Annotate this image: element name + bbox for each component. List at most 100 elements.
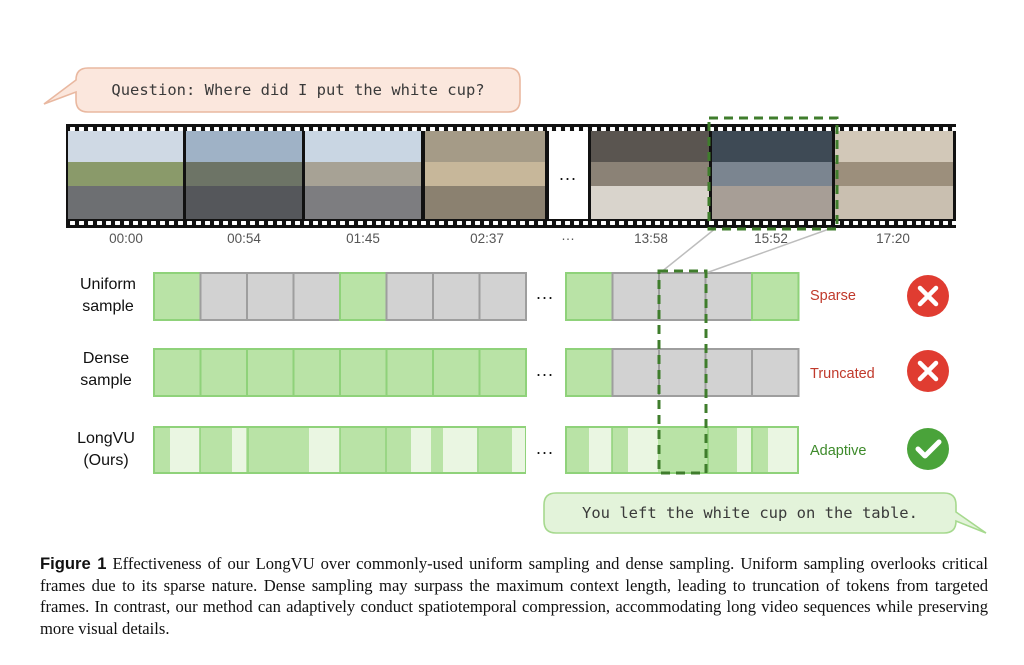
sprocket-hole — [394, 221, 399, 225]
sprocket-hole — [313, 127, 318, 131]
token-dropped — [385, 272, 434, 321]
frame-ground — [305, 186, 421, 219]
sprocket-hole — [475, 221, 480, 225]
frame-ground — [68, 186, 183, 219]
sprocket-hole — [682, 127, 687, 131]
token-kept — [339, 272, 388, 321]
sprocket-hole — [547, 221, 552, 225]
token-dropped — [292, 272, 341, 321]
compressed-token — [589, 428, 612, 472]
compressed-token — [768, 428, 797, 472]
sprocket-hole — [106, 127, 111, 131]
token-kept — [432, 348, 481, 397]
sprocket-hole — [700, 221, 705, 225]
sprocket-hole — [358, 127, 363, 131]
token-dropped — [246, 272, 295, 321]
frame-middle — [186, 162, 302, 186]
frame-road-1 — [68, 131, 183, 219]
sprocket-hole — [232, 221, 237, 225]
sprocket-hole — [610, 221, 615, 225]
sprocket-hole — [196, 221, 201, 225]
row-label-line: sample — [80, 372, 132, 389]
token-kept — [478, 348, 527, 397]
sprocket-hole — [583, 127, 588, 131]
sprocket-hole — [880, 221, 885, 225]
compressed-token — [411, 428, 431, 472]
row-label-line: LongVU — [77, 430, 135, 447]
sprocket-hole — [367, 127, 372, 131]
frame-sidewalk — [425, 131, 545, 219]
token-kept — [751, 272, 800, 321]
sprocket-hole — [880, 127, 885, 131]
compressed-token — [512, 428, 525, 472]
sprocket-hole — [727, 221, 732, 225]
sprocket-hole — [511, 221, 516, 225]
sprocket-hole — [97, 127, 102, 131]
sprocket-hole — [295, 127, 300, 131]
sprocket-hole — [115, 221, 120, 225]
frame-middle — [591, 162, 709, 186]
frame-sky — [835, 131, 953, 162]
sprocket-hole — [430, 221, 435, 225]
sprocket-hole — [745, 127, 750, 131]
timestamp: 01:45 — [346, 231, 380, 246]
sprocket-hole — [916, 127, 921, 131]
sprocket-hole — [151, 221, 156, 225]
frame-hallway — [835, 131, 953, 219]
sprocket-hole — [781, 127, 786, 131]
token-truncated — [704, 348, 753, 397]
sprocket-hole — [502, 221, 507, 225]
sprocket-hole — [520, 127, 525, 131]
frame-ground — [591, 186, 709, 219]
sprocket-hole — [871, 221, 876, 225]
token-dropped — [478, 272, 527, 321]
status-adaptive: Adaptive — [810, 443, 867, 459]
sprocket-hole — [322, 221, 327, 225]
sprocket-hole — [241, 221, 246, 225]
sprocket-hole — [556, 127, 561, 131]
error-x-icon-mark — [917, 360, 939, 382]
compressed-token — [232, 428, 246, 472]
sprocket-hole — [187, 221, 192, 225]
sprocket-hole — [763, 127, 768, 131]
sprocket-hole — [772, 127, 777, 131]
sprocket-hole — [628, 221, 633, 225]
frame-road-3 — [305, 131, 421, 219]
token-truncated — [658, 348, 707, 397]
sprocket-hole — [844, 127, 849, 131]
frame-sky — [591, 131, 709, 162]
compressed-token — [737, 428, 751, 472]
caption-label: Figure 1 — [40, 554, 107, 573]
sprocket-hole — [250, 127, 255, 131]
sprocket-hole — [124, 127, 129, 131]
sprocket-hole — [727, 127, 732, 131]
token-kept — [246, 348, 295, 397]
sprocket-hole — [403, 127, 408, 131]
sprocket-hole — [556, 221, 561, 225]
sprocket-hole — [169, 221, 174, 225]
token-kept — [339, 348, 388, 397]
sprocket-hole — [79, 221, 84, 225]
sprocket-hole — [790, 127, 795, 131]
sprocket-hole — [322, 127, 327, 131]
frame-middle — [425, 162, 545, 186]
sprocket-hole — [736, 127, 741, 131]
sprocket-hole — [232, 127, 237, 131]
sprocket-hole — [376, 127, 381, 131]
sprocket-hole — [106, 221, 111, 225]
sprocket-hole — [898, 221, 903, 225]
sprocket-hole — [637, 221, 642, 225]
sprocket-hole — [754, 221, 759, 225]
sprocket-hole — [268, 127, 273, 131]
sprocket-hole — [169, 127, 174, 131]
sprocket-hole — [898, 127, 903, 131]
highlight-token-column — [657, 269, 708, 475]
frame-ground — [425, 186, 545, 219]
sprocket-hole — [331, 127, 336, 131]
sprocket-hole — [592, 221, 597, 225]
sprocket-hole — [934, 221, 939, 225]
compressed-token — [309, 428, 340, 472]
sprocket-hole — [781, 221, 786, 225]
sprocket-hole — [484, 127, 489, 131]
